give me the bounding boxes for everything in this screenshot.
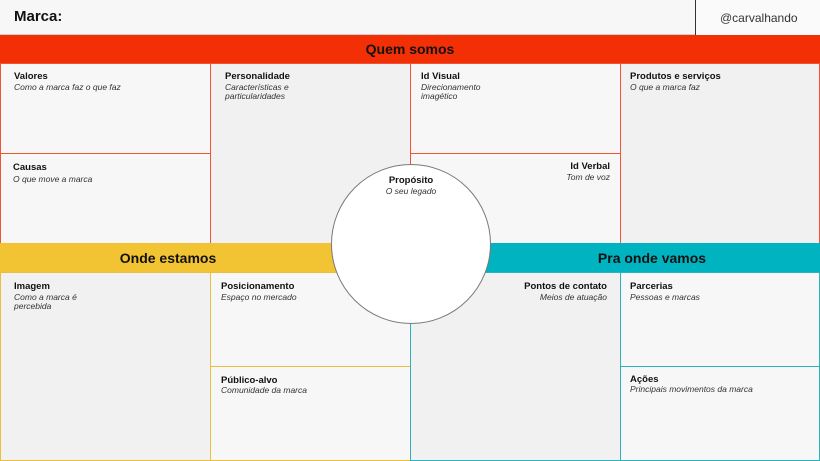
cell-title: Valores [14,71,48,82]
cell-title: Posicionamento [221,281,295,292]
header-bar [0,0,820,35]
cell-title: Produtos e serviços [630,71,721,82]
cell-causas[interactable]: Causas O que move a marca [0,153,211,244]
handle-box [695,0,820,35]
cell-title: Público-alvo [221,375,278,386]
cell-parcerias[interactable]: Parcerias Pessoas e marcas [620,272,820,367]
proposito-title: Propósito [388,175,434,186]
cell-produtos-e-servicos[interactable]: Produtos e serviços O que a marca faz [620,63,820,244]
proposito-description: O seu legado [385,186,437,196]
cell-description-line-2: percebida [14,301,52,311]
section-header-quem-somos: Quem somos [0,35,820,63]
section-header-pra-onde-vamos: Pra onde vamos [484,243,820,272]
cell-valores[interactable]: Valores Como a marca faz o que faz [0,63,211,154]
section-header-onde-estamos: Onde estamos [0,243,336,272]
cell-description-line-2: imagético [421,91,458,101]
cell-description: Pessoas e marcas [630,292,700,302]
cell-description: Tom de voz [566,172,610,182]
proposito-circle[interactable]: Propósito O seu legado [331,164,491,324]
cell-title: Id Visual [421,71,460,82]
cell-acoes[interactable]: Ações Principais movimentos da marca [620,366,820,461]
cell-title: Id Verbal [570,161,610,172]
cell-title: Causas [13,162,47,173]
cell-description: O que a marca faz [630,82,700,92]
cell-description: Comunidade da marca [221,385,307,395]
cell-title: Parcerias [630,281,673,292]
cell-description: Como a marca faz o que faz [14,82,121,92]
cell-title: Personalidade [225,71,290,82]
cell-description: Meios de atuação [539,292,607,302]
cell-imagem[interactable]: Imagem Como a marca é percebida [0,272,211,461]
author-handle: @carvalhando [720,11,798,25]
cell-id-visual[interactable]: Id Visual Direcionamento imagético [410,63,621,154]
cell-title: Pontos de contato [524,281,607,292]
cell-description: Espaço no mercado [221,292,297,302]
cell-description: O que move a marca [13,174,93,184]
cell-description-line-1: Direcionamento [421,82,481,92]
cell-publico-alvo[interactable]: Público-alvo Comunidade da marca [210,366,411,461]
brand-label: Marca: [14,8,63,25]
cell-description-line-1: Como a marca é [14,292,77,302]
cell-title: Ações [630,374,659,385]
cell-title: Imagem [14,281,50,292]
cell-description-line-2: particularidades [225,91,286,101]
cell-description-line-1: Características e [225,82,289,92]
cell-description: Principais movimentos da marca [630,384,753,394]
